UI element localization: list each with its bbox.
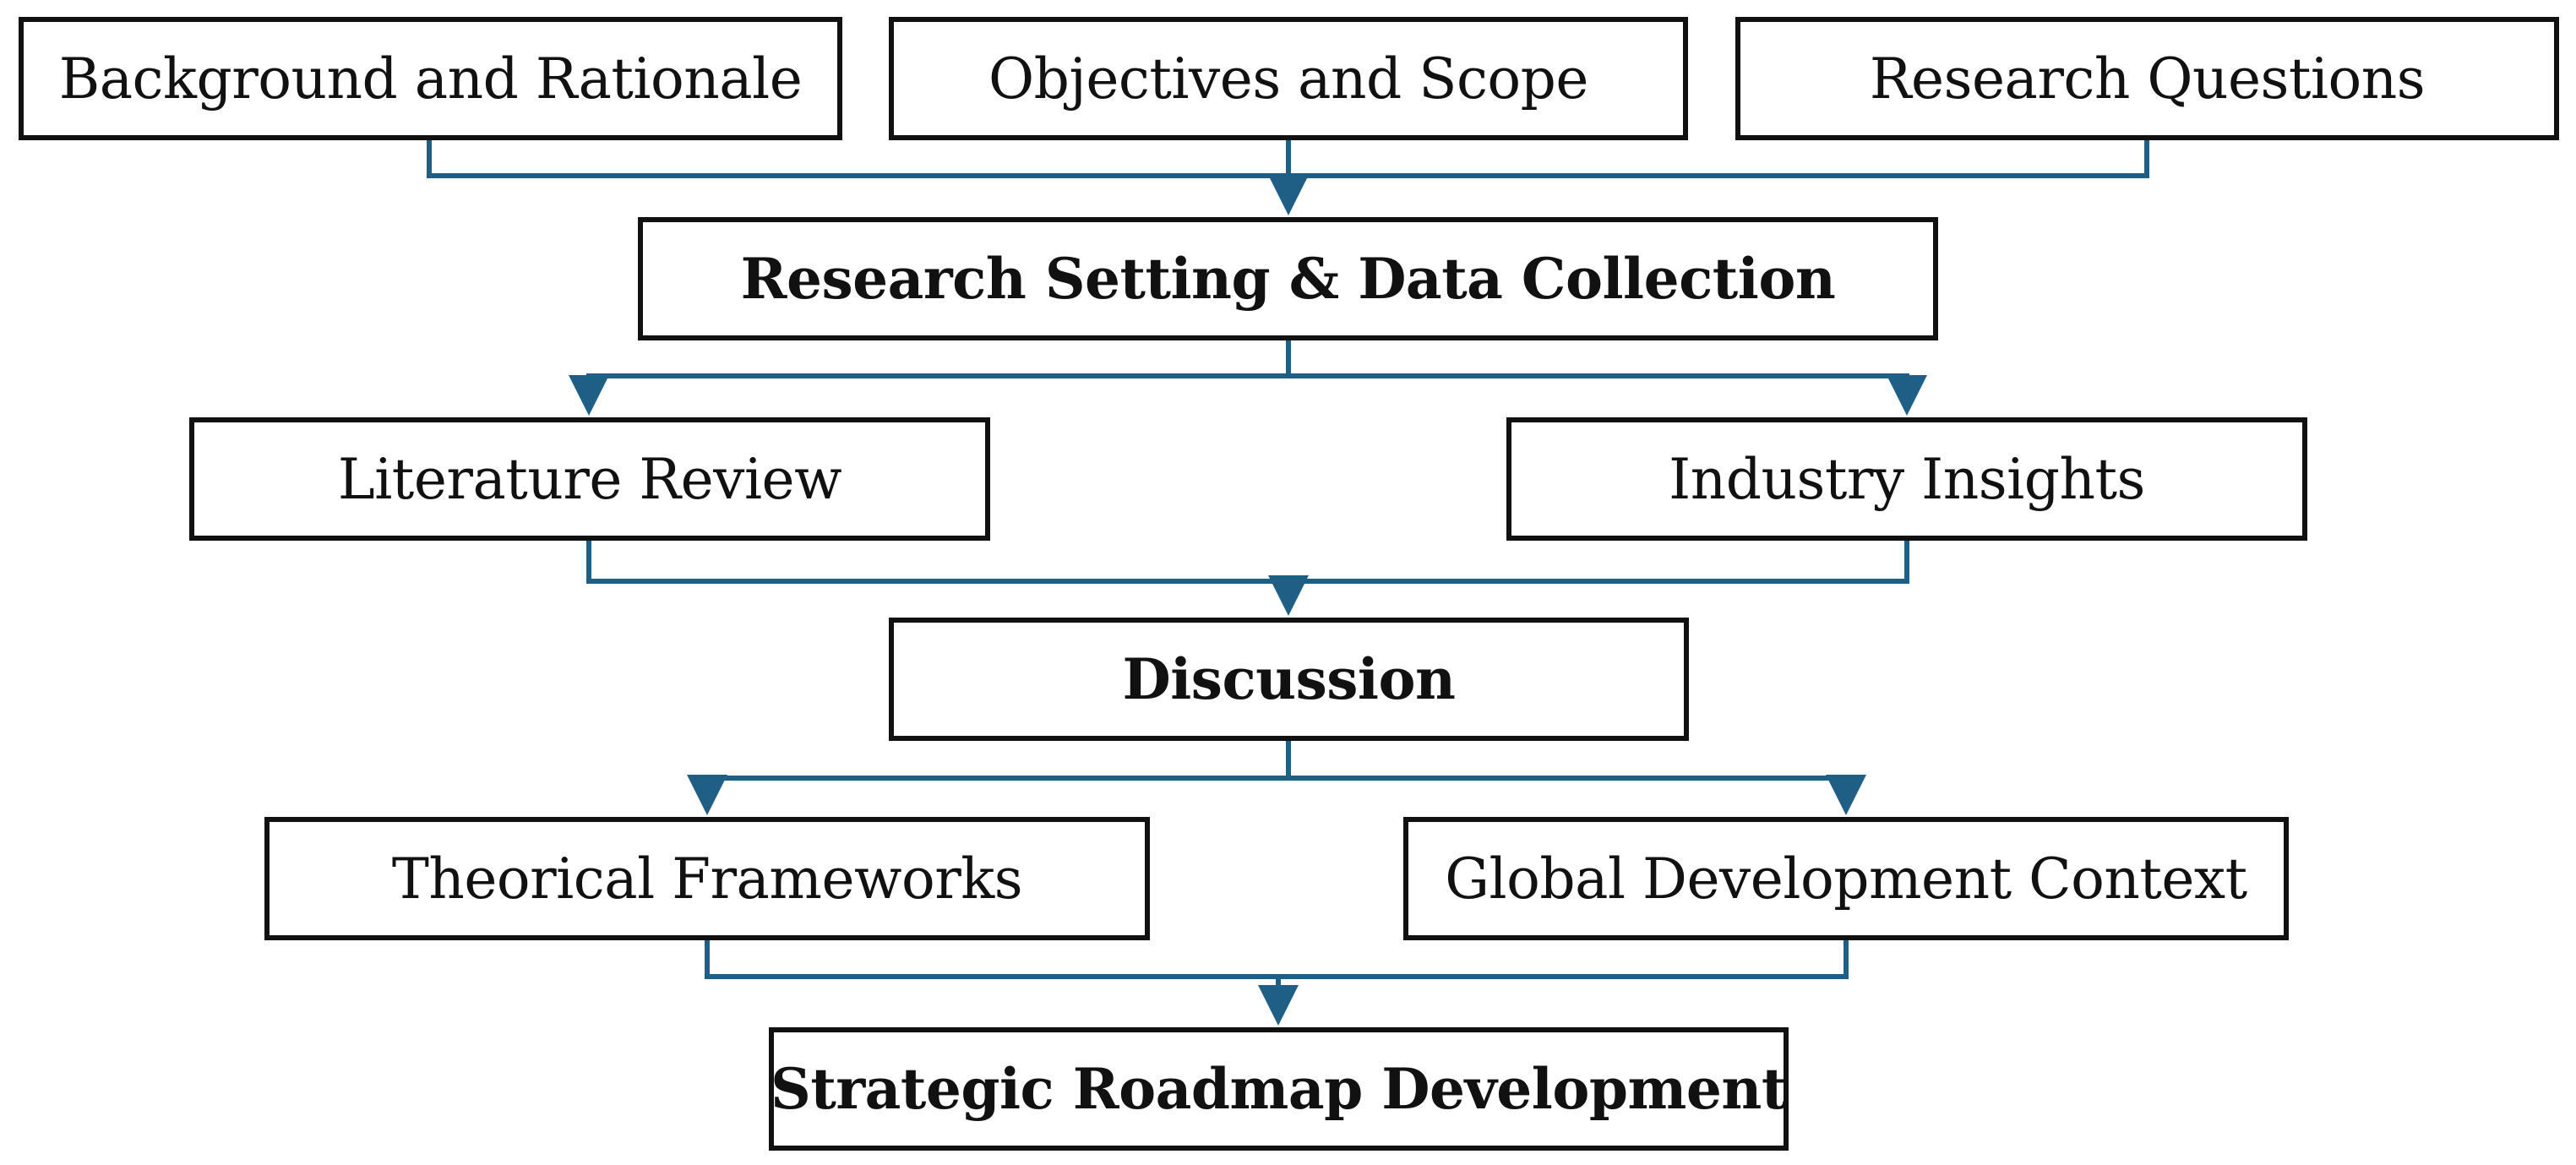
box-label: Strategic Roadmap Development xyxy=(771,1056,1787,1122)
box-label: Discussion xyxy=(1122,646,1456,712)
connector-industry-to-discussion xyxy=(1288,541,1909,584)
box-label: Research Setting & Data Collection xyxy=(740,246,1836,312)
box-research-questions: Research Questions xyxy=(1735,17,2559,140)
box-label: Research Questions xyxy=(1869,46,2426,112)
box-label: Literature Review xyxy=(337,446,842,512)
box-global-development-context: Global Development Context xyxy=(1403,817,2289,940)
box-discussion: Discussion xyxy=(889,618,1689,741)
box-label: Industry Insights xyxy=(1669,446,2145,512)
box-strategic-roadmap: Strategic Roadmap Development xyxy=(769,1027,1789,1151)
connector-literature-to-discussion xyxy=(586,541,1288,584)
box-literature-review: Literature Review xyxy=(189,417,990,541)
box-industry-insights: Industry Insights xyxy=(1506,417,2307,541)
connector-theorical-to-strategic xyxy=(705,940,1278,979)
box-theorical-frameworks: Theorical Frameworks xyxy=(264,817,1150,940)
box-label: Global Development Context xyxy=(1445,846,2247,912)
connector-global-to-strategic xyxy=(1278,940,1849,979)
box-label: Theorical Frameworks xyxy=(391,846,1023,912)
box-label: Background and Rationale xyxy=(58,46,803,112)
box-research-setting: Research Setting & Data Collection xyxy=(638,217,1938,340)
box-label: Objectives and Scope xyxy=(988,46,1588,112)
connector-questions-to-setting xyxy=(1288,140,2149,178)
box-background-and-rationale: Background and Rationale xyxy=(19,17,842,140)
box-objectives-and-scope: Objectives and Scope xyxy=(889,17,1688,140)
connector-background-to-setting xyxy=(427,140,1288,178)
